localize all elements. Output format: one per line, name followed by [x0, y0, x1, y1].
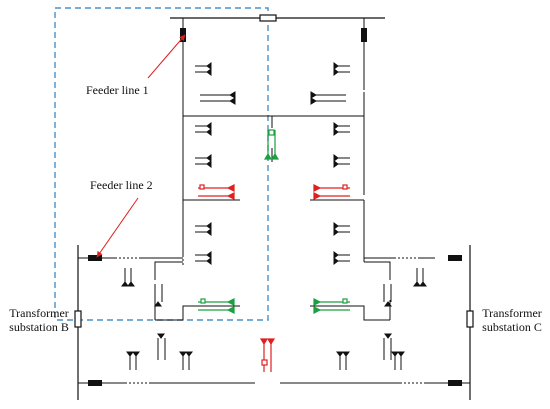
- feeder-wiring: [78, 18, 470, 384]
- load-arrow-icon: [121, 62, 427, 370]
- open-switch-icon: [198, 184, 350, 372]
- feeder-line-2-label: Feeder line 2: [90, 178, 153, 192]
- bus-lines: [74, 14, 474, 400]
- transformer-substation-b-label: Transformer substation B: [2, 306, 76, 334]
- substation-b-line2: substation B: [9, 320, 69, 334]
- substation-c-line2: substation C: [482, 320, 542, 334]
- breaker-icon: [88, 28, 462, 386]
- tie-switch-icon: [198, 129, 350, 314]
- substation-c-line1: Transformer: [482, 306, 542, 320]
- feeder-highlight-box: [54, 7, 269, 321]
- pointer-arrows: [96, 34, 186, 258]
- transformer-substation-c-label: Transformer substation C: [474, 306, 550, 334]
- substation-b-line1: Transformer: [9, 306, 69, 320]
- feeder-line-1-label: Feeder line 1: [86, 83, 149, 97]
